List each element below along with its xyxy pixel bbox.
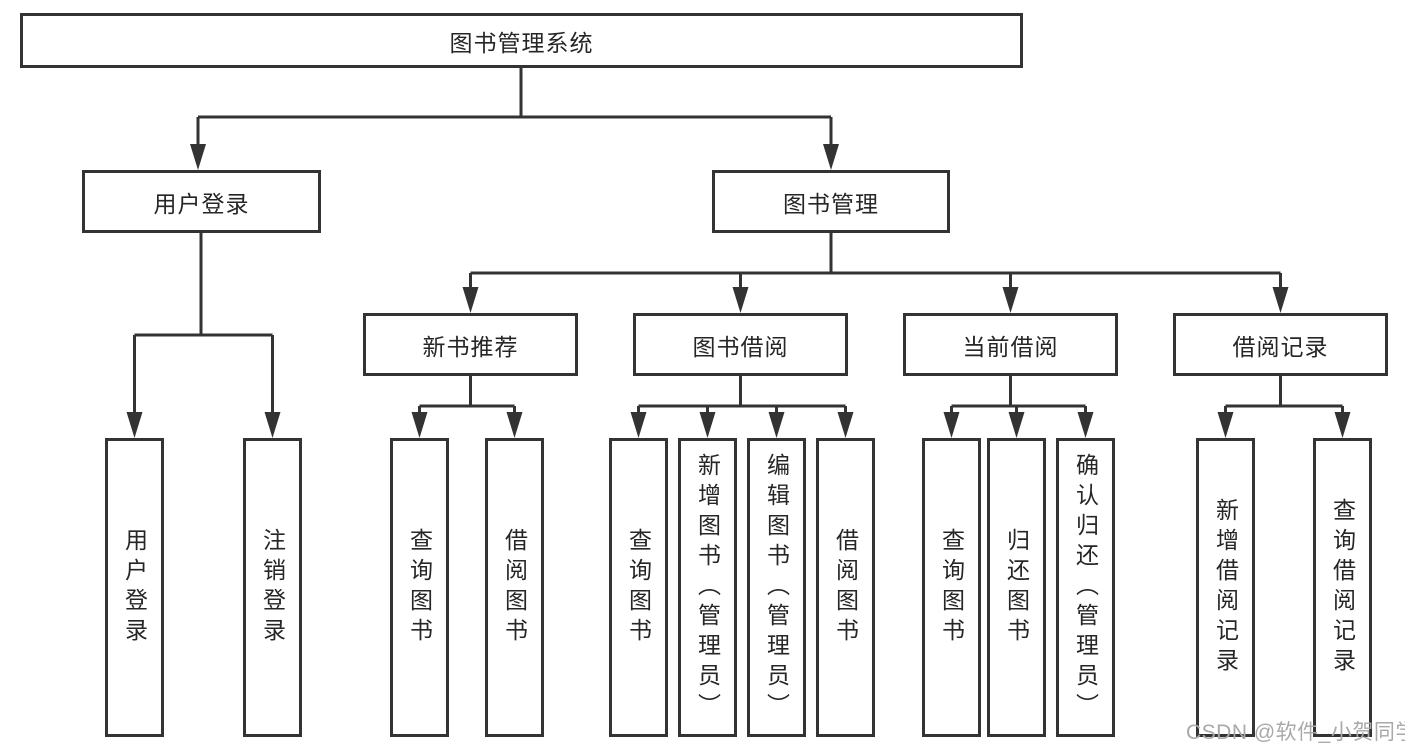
leaf-return-books: 归还图书	[987, 438, 1046, 737]
arrowhead-icon	[1217, 412, 1234, 438]
arrowhead-icon	[1008, 412, 1025, 438]
arrowhead-icon	[1002, 287, 1019, 313]
node-new-book-recommend: 新书推荐	[363, 313, 578, 376]
connector-current-borrow	[943, 376, 1094, 438]
arrowhead-icon	[699, 412, 716, 438]
watermark: CSDN @软件_小贺同学	[1186, 721, 1405, 744]
arrowhead-icon	[630, 412, 647, 438]
node-user-login: 用户登录	[82, 170, 321, 233]
leaf-user-login: 用户登录	[105, 438, 164, 737]
arrowhead-icon	[1272, 287, 1289, 313]
leaf-add-borrow-record: 新增借阅记录	[1196, 438, 1255, 737]
leaf-borrow-books: 借阅图书	[816, 438, 875, 737]
arrowhead-icon	[768, 412, 785, 438]
node-book-borrow: 图书借阅	[633, 313, 848, 376]
arrowhead-icon	[411, 412, 428, 438]
arrowhead-icon	[823, 144, 839, 170]
node-borrow-records: 借阅记录	[1173, 313, 1388, 376]
connector-book-management	[462, 233, 1289, 313]
connector-root	[190, 68, 839, 170]
arrowhead-icon	[1334, 412, 1351, 438]
arrowhead-icon	[1077, 412, 1094, 438]
leaf-borrow-books-recommend: 借阅图书	[485, 438, 544, 737]
leaf-add-book-admin: 新增图书（管理员）	[678, 438, 737, 737]
arrowhead-icon	[506, 412, 523, 438]
arrowhead-icon	[126, 412, 143, 438]
connector-borrow-records	[1217, 376, 1351, 438]
connector-new-book-recommend	[411, 376, 523, 438]
arrowhead-icon	[462, 287, 479, 313]
leaf-logout: 注销登录	[243, 438, 302, 737]
arrowhead-icon	[837, 412, 854, 438]
arrowhead-icon	[732, 287, 749, 313]
connector-book-borrow	[630, 376, 854, 438]
leaf-confirm-return-admin: 确认归还（管理员）	[1056, 438, 1115, 737]
leaf-query-books-borrow: 查询图书	[609, 438, 668, 737]
connector-user-login	[126, 233, 281, 438]
leaf-edit-book-admin: 编辑图书（管理员）	[747, 438, 806, 737]
arrowhead-icon	[190, 144, 206, 170]
node-book-management: 图书管理	[712, 170, 950, 233]
leaf-query-books-recommend: 查询图书	[390, 438, 449, 737]
arrowhead-icon	[264, 412, 281, 438]
node-library-system: 图书管理系统	[20, 13, 1023, 68]
arrowhead-icon	[943, 412, 960, 438]
node-current-borrow: 当前借阅	[903, 313, 1118, 376]
leaf-query-books-current: 查询图书	[922, 438, 981, 737]
leaf-query-borrow-record: 查询借阅记录	[1313, 438, 1372, 737]
